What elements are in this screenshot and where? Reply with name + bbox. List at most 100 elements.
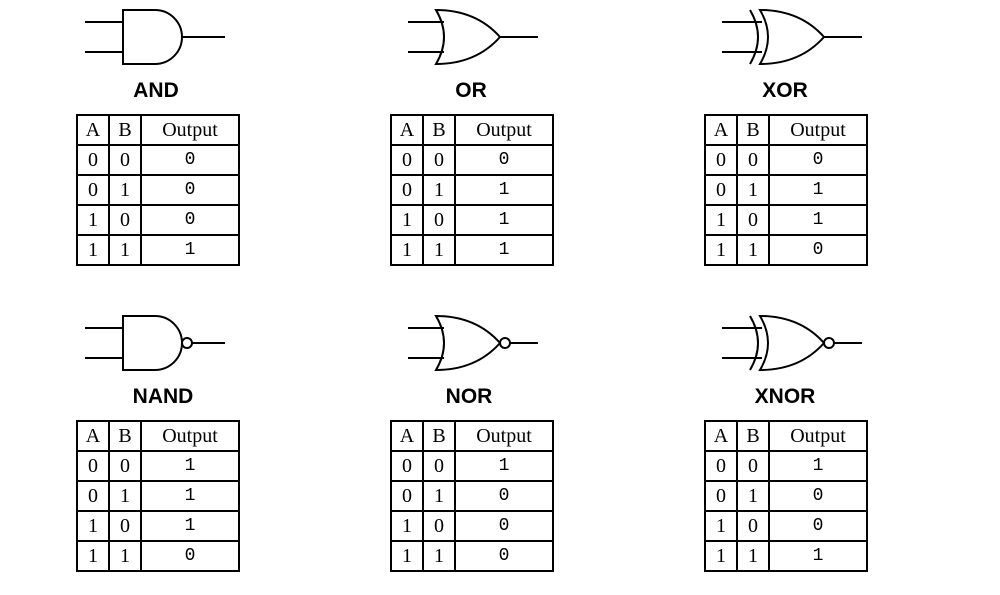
cell-a: 0 [704,144,738,176]
gate-title-xor: XOR [762,79,808,102]
gate-title-nor: NOR [445,385,493,408]
cell-output: 1 [140,510,240,542]
cell-b: 0 [422,204,456,236]
cell-a: 1 [76,510,110,542]
header-b: B [108,420,142,452]
cell-a: 1 [76,234,110,266]
header-output: Output [454,114,554,146]
or-gate-symbol [408,8,538,66]
gate-title-xnor: XNOR [754,385,816,408]
header-b: B [422,114,456,146]
cell-a: 0 [704,480,738,512]
cell-output: 1 [454,174,554,206]
cell-output: 0 [768,144,868,176]
cell-output: 0 [140,540,240,572]
cell-output: 0 [454,480,554,512]
cell-b: 1 [108,480,142,512]
cell-a: 0 [76,144,110,176]
cell-b: 0 [422,144,456,176]
table-header-row: A B Output [76,420,240,452]
header-output: Output [768,114,868,146]
header-b: B [736,420,770,452]
cell-b: 0 [422,450,456,482]
cell-b: 1 [736,540,770,572]
cell-a: 0 [76,174,110,206]
cell-b: 1 [422,234,456,266]
cell-a: 1 [704,204,738,236]
nand-gate-symbol [85,315,225,371]
table-header-row: A B Output [76,114,240,146]
cell-b: 1 [736,480,770,512]
cell-a: 0 [76,480,110,512]
cell-output: 0 [768,234,868,266]
cell-b: 1 [108,174,142,206]
header-b: B [422,420,456,452]
cell-output: 0 [140,174,240,206]
header-a: A [76,114,110,146]
header-a: A [704,114,738,146]
cell-output: 1 [768,204,868,236]
cell-output: 1 [454,204,554,236]
table-header-row: A B Output [390,114,554,146]
gate-title-nand: NAND [132,385,194,408]
cell-a: 1 [704,510,738,542]
cell-b: 0 [108,204,142,236]
cell-b: 0 [422,510,456,542]
cell-b: 1 [422,174,456,206]
cell-a: 1 [390,234,424,266]
nor-gate-symbol [408,314,538,372]
cell-a: 1 [704,540,738,572]
cell-b: 0 [108,510,142,542]
cell-output: 1 [768,450,868,482]
cell-b: 0 [736,450,770,482]
cell-output: 1 [768,174,868,206]
cell-a: 1 [390,540,424,572]
cell-b: 1 [108,540,142,572]
xor-gate-symbol [722,8,862,66]
cell-a: 1 [390,510,424,542]
cell-b: 0 [736,510,770,542]
header-a: A [704,420,738,452]
cell-output: 0 [140,204,240,236]
table-header-row: A B Output [390,420,554,452]
cell-output: 0 [140,144,240,176]
table-header-row: A B Output [704,420,868,452]
gate-title-and: AND [133,79,179,102]
cell-a: 0 [390,144,424,176]
cell-output: 1 [140,450,240,482]
cell-a: 1 [390,204,424,236]
table-header-row: A B Output [704,114,868,146]
cell-output: 0 [454,510,554,542]
header-output: Output [768,420,868,452]
cell-output: 1 [768,540,868,572]
cell-output: 0 [454,144,554,176]
header-a: A [390,114,424,146]
cell-a: 0 [390,174,424,206]
cell-b: 0 [736,204,770,236]
header-a: A [390,420,424,452]
xnor-gate-symbol [722,314,862,372]
cell-a: 0 [390,450,424,482]
cell-b: 1 [422,480,456,512]
cell-a: 1 [704,234,738,266]
